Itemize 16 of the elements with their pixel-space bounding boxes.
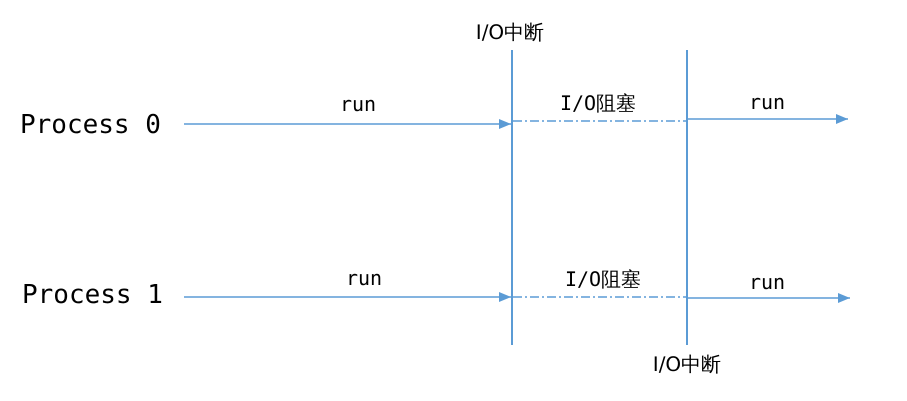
process-label: Process 1: [22, 278, 180, 312]
event-label: I/O中断: [652, 352, 722, 376]
edge-label: run: [748, 90, 786, 114]
event-line: [686, 50, 688, 345]
edge-label: I/O阻塞: [560, 91, 636, 115]
arrow: [688, 293, 850, 303]
edge-label: run: [748, 270, 786, 294]
edge-label: run: [346, 266, 382, 290]
edge-label: I/O阻塞: [564, 267, 642, 291]
edge-label: run: [340, 92, 376, 116]
event-label: I/O中断: [474, 20, 546, 44]
event-line: [511, 50, 513, 345]
arrow: [184, 292, 511, 302]
arrow: [184, 119, 511, 129]
process-label: Process 0: [20, 108, 180, 142]
arrow: [688, 114, 848, 124]
